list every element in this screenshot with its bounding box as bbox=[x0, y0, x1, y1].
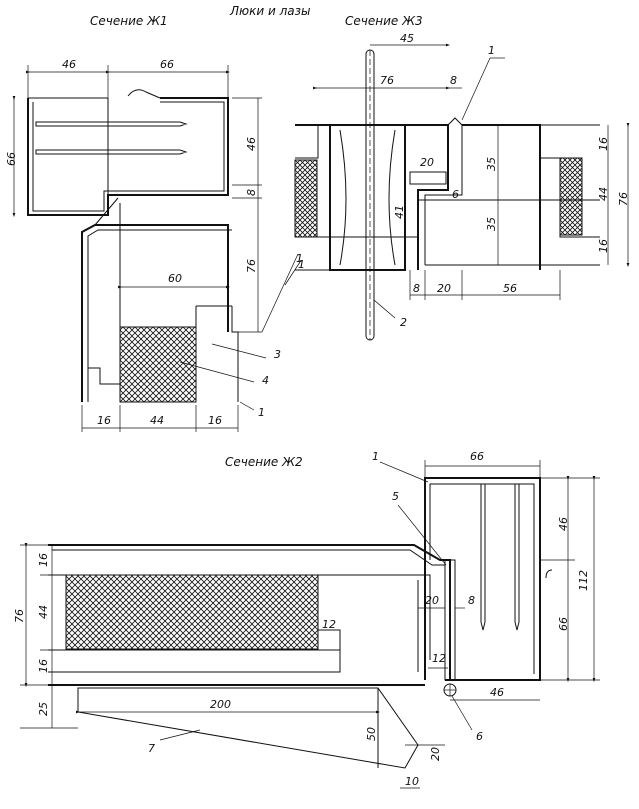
zh2-dim-left-bottom: 16 bbox=[37, 659, 50, 673]
zh3-frame-right bbox=[462, 124, 541, 270]
zh2-dim-frame-lower: 66 bbox=[557, 617, 570, 631]
zh3-callout-1b: 1 bbox=[296, 252, 303, 265]
zh2-panel-top bbox=[48, 544, 451, 680]
zh3-callout-2: 2 bbox=[400, 316, 407, 329]
zh2-dim-left-base: 25 bbox=[37, 702, 50, 716]
section-zh2-title: Сечение Ж2 bbox=[225, 455, 303, 469]
zh1-seal-link bbox=[94, 197, 119, 226]
section-zh1: 46 66 66 46 8 76 60 16 44 16 1 3 4 1 bbox=[5, 58, 305, 432]
zh1-dim-left-height: 66 bbox=[5, 152, 18, 166]
zh2-dim-wedge-h: 50 bbox=[365, 727, 378, 741]
zh3-dim-right-total: 76 bbox=[617, 192, 630, 206]
zh1-lower-inner bbox=[87, 229, 232, 402]
section-zh3-title: Сечение Ж3 bbox=[345, 14, 423, 28]
zh3-hatch-block bbox=[329, 124, 406, 271]
zh1-dim-bottom-mid: 44 bbox=[150, 414, 164, 427]
zh2-dim-foot: 10 bbox=[405, 775, 419, 788]
drawing-title: Люки и лазы bbox=[229, 4, 310, 18]
zh2-callout-5: 5 bbox=[392, 490, 399, 503]
zh3-callout-1a: 1 bbox=[488, 44, 495, 57]
zh3-insulation-left bbox=[294, 159, 318, 238]
zh1-dim-bottom-right: 16 bbox=[208, 414, 222, 427]
zh3-dim-mid-gap: 8 bbox=[450, 74, 457, 87]
zh2-insulation bbox=[65, 574, 319, 650]
zh1-dim-right-lower: 76 bbox=[245, 259, 258, 273]
zh1-nail-2 bbox=[35, 149, 188, 155]
zh3-dim-top: 45 bbox=[400, 32, 414, 45]
zh1-dim-right-upper: 46 bbox=[245, 137, 258, 151]
zh3-dim-bottom-a: 8 bbox=[413, 282, 420, 295]
zh2-dim-span: 200 bbox=[210, 698, 231, 711]
zh3-dim-frame-v2: 35 bbox=[485, 217, 498, 231]
section-zh3: 45 76 8 20 6 35 35 41 16 44 76 16 8 20 5… bbox=[284, 32, 630, 341]
section-zh1-title: Сечение Ж1 bbox=[90, 14, 168, 28]
zh2-dim-left-total: 76 bbox=[13, 609, 26, 623]
zh1-hinge bbox=[127, 89, 161, 99]
zh2-dim-tab2: 12 bbox=[432, 652, 446, 665]
zh1-step bbox=[195, 305, 239, 402]
zh3-dim-insert: 41 bbox=[393, 205, 406, 219]
zh1-frame-inner bbox=[32, 101, 225, 212]
zh2-strip bbox=[444, 559, 456, 681]
zh3-dim-right-top: 16 bbox=[597, 137, 610, 151]
zh1-dim-top-left: 46 bbox=[62, 58, 76, 71]
zh3-dim-mid-width: 76 bbox=[380, 74, 394, 87]
zh3-dim-bottom-c: 56 bbox=[503, 282, 517, 295]
zh1-callout-4: 4 bbox=[262, 374, 269, 387]
zh1-callout-1a: 1 bbox=[298, 258, 305, 271]
zh2-hinge bbox=[545, 569, 553, 579]
zh2-dim-frame-total: 112 bbox=[577, 570, 590, 591]
zh3-strip bbox=[409, 171, 447, 185]
zh3-dim-frame-v1: 35 bbox=[485, 157, 498, 171]
zh3-dim-bottom-b: 20 bbox=[437, 282, 451, 295]
zh3-dim-right-bottom: 16 bbox=[597, 239, 610, 253]
zh2-dim-inner-b: 8 bbox=[468, 594, 475, 607]
zh1-insulation bbox=[119, 326, 197, 403]
zh3-dim-small-v: 6 bbox=[452, 188, 459, 201]
zh2-callout-6: 6 bbox=[476, 730, 483, 743]
zh1-callout-3: 3 bbox=[274, 348, 281, 361]
zh2-nail-1 bbox=[480, 483, 486, 631]
zh3-dim-right-mid: 44 bbox=[597, 187, 610, 201]
zh1-nail-1 bbox=[35, 121, 188, 127]
zh1-callout-1b: 1 bbox=[258, 406, 265, 419]
zh2-wedge bbox=[77, 687, 419, 769]
zh2-frame-box bbox=[424, 477, 541, 681]
zh2-dim-wedge-w: 20 bbox=[429, 747, 442, 761]
zh2-dim-top-width: 66 bbox=[470, 450, 484, 463]
zh1-dim-right-gap: 8 bbox=[245, 189, 258, 196]
zh1-notch bbox=[88, 367, 120, 385]
zh2-nail-2 bbox=[514, 483, 520, 631]
zh1-divider bbox=[28, 97, 109, 215]
zh3-dim-small-h: 20 bbox=[420, 156, 434, 169]
zh1-dim-bottom-left: 16 bbox=[97, 414, 111, 427]
zh2-dim-bottom-right: 46 bbox=[490, 686, 504, 699]
zh2-dim-left-mid: 44 bbox=[37, 605, 50, 619]
zh1-dim-inner-width: 60 bbox=[168, 272, 182, 285]
zh3-seal bbox=[424, 117, 463, 265]
zh1-dim-top-right: 66 bbox=[160, 58, 174, 71]
zh1-frame-outline bbox=[27, 97, 229, 216]
zh2-dim-inner-a: 20 bbox=[425, 594, 439, 607]
zh2-dim-frame-h: 46 bbox=[557, 517, 570, 531]
zh2-dim-tab: 12 bbox=[322, 618, 336, 631]
zh3-block-sides bbox=[339, 129, 396, 266]
zh2-callout-7: 7 bbox=[148, 742, 155, 755]
zh2-callout-1: 1 bbox=[372, 450, 379, 463]
zh2-dim-left-top: 16 bbox=[37, 553, 50, 567]
zh3-insulation-right bbox=[559, 157, 583, 236]
section-zh2: 16 44 76 16 25 200 20 8 12 12 66 46 112 … bbox=[13, 450, 600, 789]
